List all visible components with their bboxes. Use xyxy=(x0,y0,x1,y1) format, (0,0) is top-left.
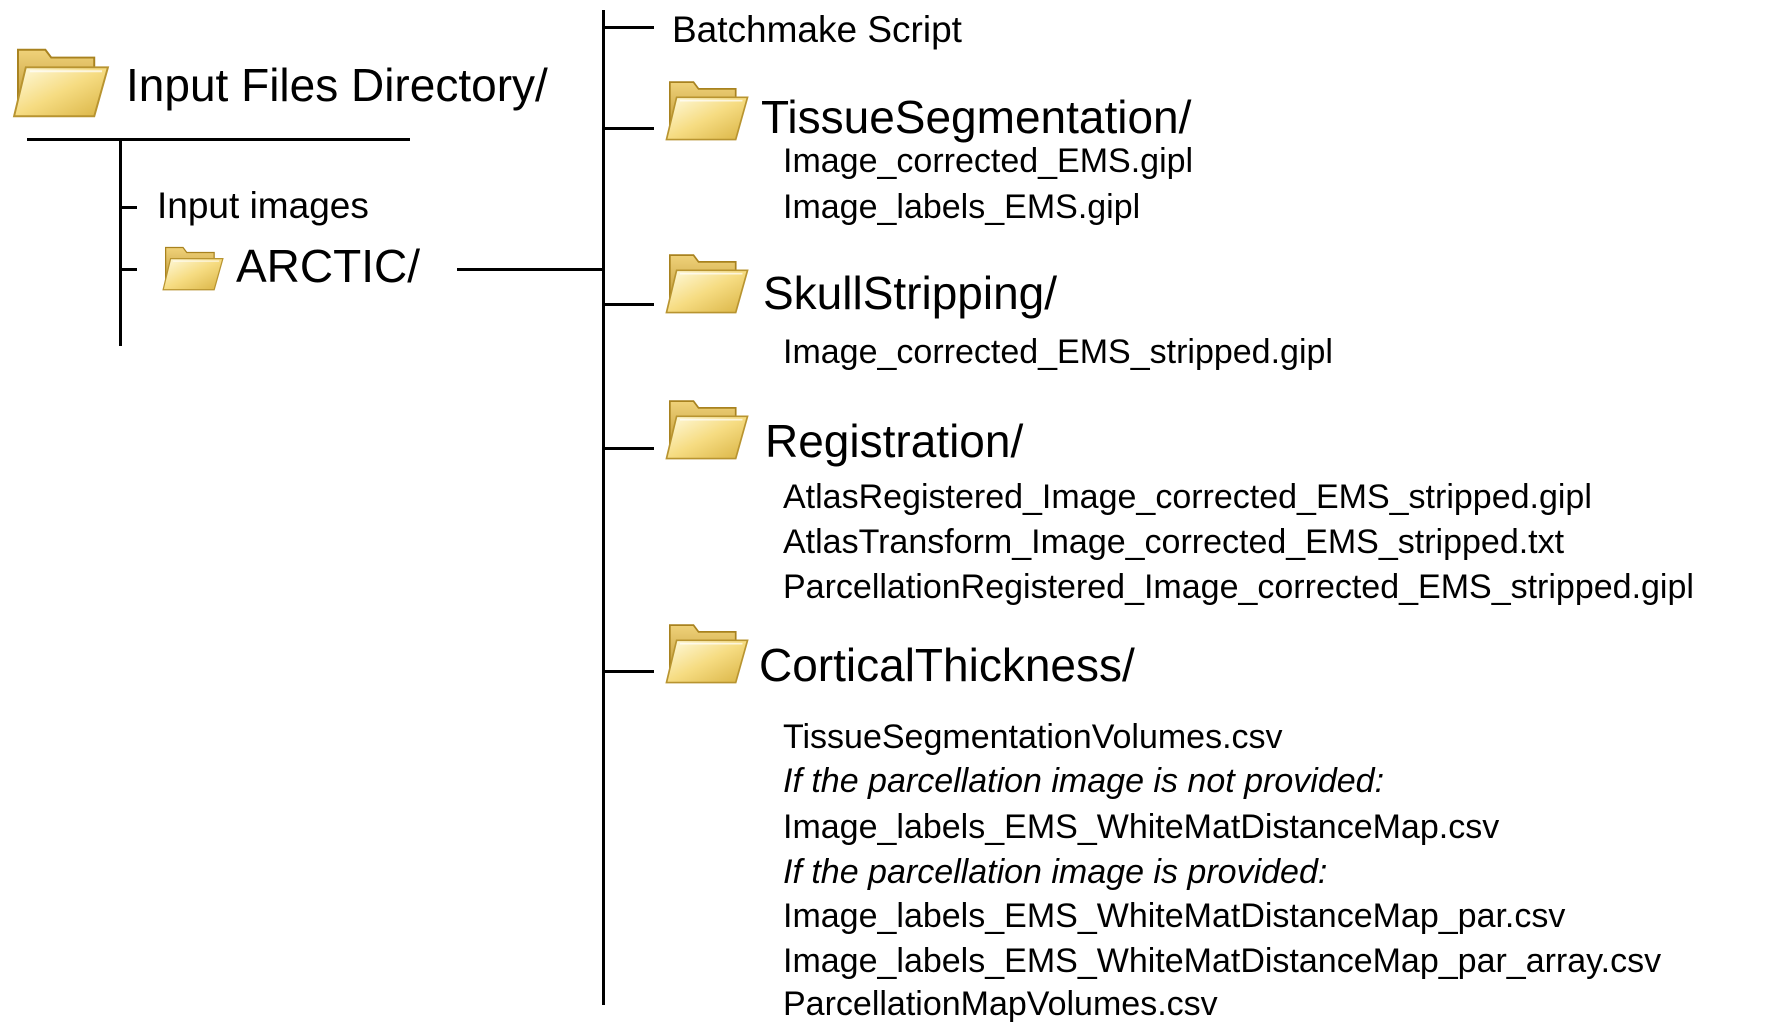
cortical-thickness-branch xyxy=(604,670,654,673)
condition-note: If the parcellation image is provided: xyxy=(783,853,1328,891)
folder-icon xyxy=(664,391,750,467)
arctic-trunk xyxy=(602,10,605,1005)
file-item: AtlasRegistered_Image_corrected_EMS_stri… xyxy=(783,478,1592,516)
file-item: Image_labels_EMS_WhiteMatDistanceMap_par… xyxy=(783,942,1662,980)
root-underline xyxy=(27,138,410,141)
skull-stripping-folder: SkullStripping/ xyxy=(763,267,1058,319)
file-item: ParcellationMapVolumes.csv xyxy=(783,985,1218,1023)
registration-folder: Registration/ xyxy=(765,415,1024,467)
registration-branch xyxy=(604,447,654,450)
folder-icon xyxy=(161,240,225,296)
tissue-segmentation-folder: TissueSegmentation/ xyxy=(761,91,1192,143)
skull-stripping-branch xyxy=(604,303,654,306)
folder-icon xyxy=(664,72,750,148)
root-directory-label: Input Files Directory/ xyxy=(126,59,548,111)
cortical-thickness-folder: CorticalThickness/ xyxy=(759,639,1135,691)
folder-icon xyxy=(664,615,750,691)
file-item: ParcellationRegistered_Image_corrected_E… xyxy=(783,568,1694,606)
tissue-segmentation-branch xyxy=(604,127,654,130)
file-item: Image_labels_EMS_WhiteMatDistanceMap.csv xyxy=(783,808,1500,846)
batchmake-script-label: Batchmake Script xyxy=(672,9,962,50)
file-item: Image_corrected_EMS.gipl xyxy=(783,142,1194,180)
folder-icon xyxy=(12,38,110,126)
arctic-connector xyxy=(457,268,603,271)
batchmake-branch xyxy=(604,26,654,29)
file-item: Image_labels_EMS.gipl xyxy=(783,188,1141,226)
input-images-branch xyxy=(121,206,137,209)
arctic-folder-label: ARCTIC/ xyxy=(236,240,420,292)
folder-icon xyxy=(664,245,750,321)
file-item: Image_corrected_EMS_stripped.gipl xyxy=(783,333,1333,371)
arctic-branch xyxy=(121,268,137,271)
root-trunk xyxy=(119,140,122,346)
input-images-label: Input images xyxy=(157,185,369,226)
file-item: AtlasTransform_Image_corrected_EMS_strip… xyxy=(783,523,1565,561)
file-item: Image_labels_EMS_WhiteMatDistanceMap_par… xyxy=(783,897,1566,935)
file-item: TissueSegmentationVolumes.csv xyxy=(783,718,1283,756)
condition-note: If the parcellation image is not provide… xyxy=(783,762,1385,800)
